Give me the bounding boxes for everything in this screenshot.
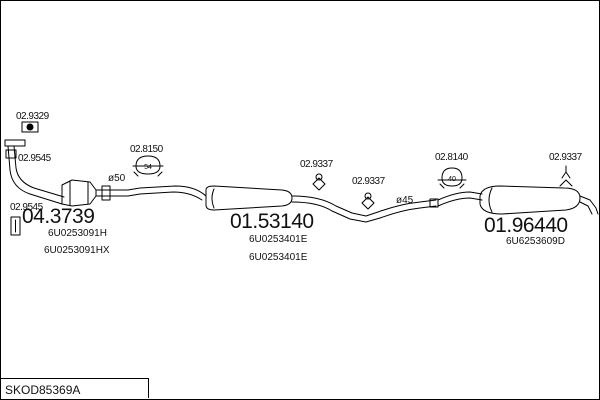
part-number: 02.9337: [352, 176, 385, 187]
drawing-code-box: SKOD85369A: [1, 378, 149, 398]
mount-icon: [21, 121, 39, 133]
clamp-icon: [437, 167, 467, 189]
part-number: 02.8140: [435, 152, 468, 163]
oem-number: 6U6253609D: [506, 236, 565, 247]
pipe-diameter: ø45: [396, 195, 414, 206]
catalyst-body: [61, 179, 119, 207]
clamp-badge: 54: [144, 164, 152, 171]
part-number: 02.9545: [18, 153, 51, 164]
part-number: 02.9337: [300, 159, 333, 170]
assembly-number: 01.53140: [230, 210, 314, 233]
drawing-code: SKOD85369A: [5, 383, 81, 397]
oem-number: 6U0253091H: [48, 228, 107, 239]
pipe-section-2: [349, 191, 483, 223]
part-number: 02.9337: [549, 152, 582, 163]
assembly-number: 04.3739: [22, 205, 95, 228]
part-number: 02.9545: [10, 202, 43, 213]
mount-icon: [361, 192, 375, 210]
gasket-icon: [10, 216, 21, 236]
rear-silencer-body: [479, 185, 599, 215]
assembly-number: 01.96440: [484, 214, 568, 237]
oem-number: 6U0253401E: [249, 234, 308, 245]
mount-icon: [312, 173, 326, 191]
part-number: 02.8150: [130, 144, 163, 155]
part-number: 02.9329: [16, 111, 49, 122]
pipe-diameter: ø50: [108, 173, 126, 184]
front-downpipe: [4, 139, 65, 205]
mount-icon: [559, 165, 573, 187]
clamp-badge: 40: [448, 176, 456, 183]
oem-number: 6U0253091HX: [44, 245, 110, 256]
clamp-icon: [132, 155, 164, 177]
middle-silencer-body: [205, 185, 353, 220]
oem-number: 6U0253401E: [249, 252, 308, 263]
pipe-section-1: [117, 185, 207, 201]
